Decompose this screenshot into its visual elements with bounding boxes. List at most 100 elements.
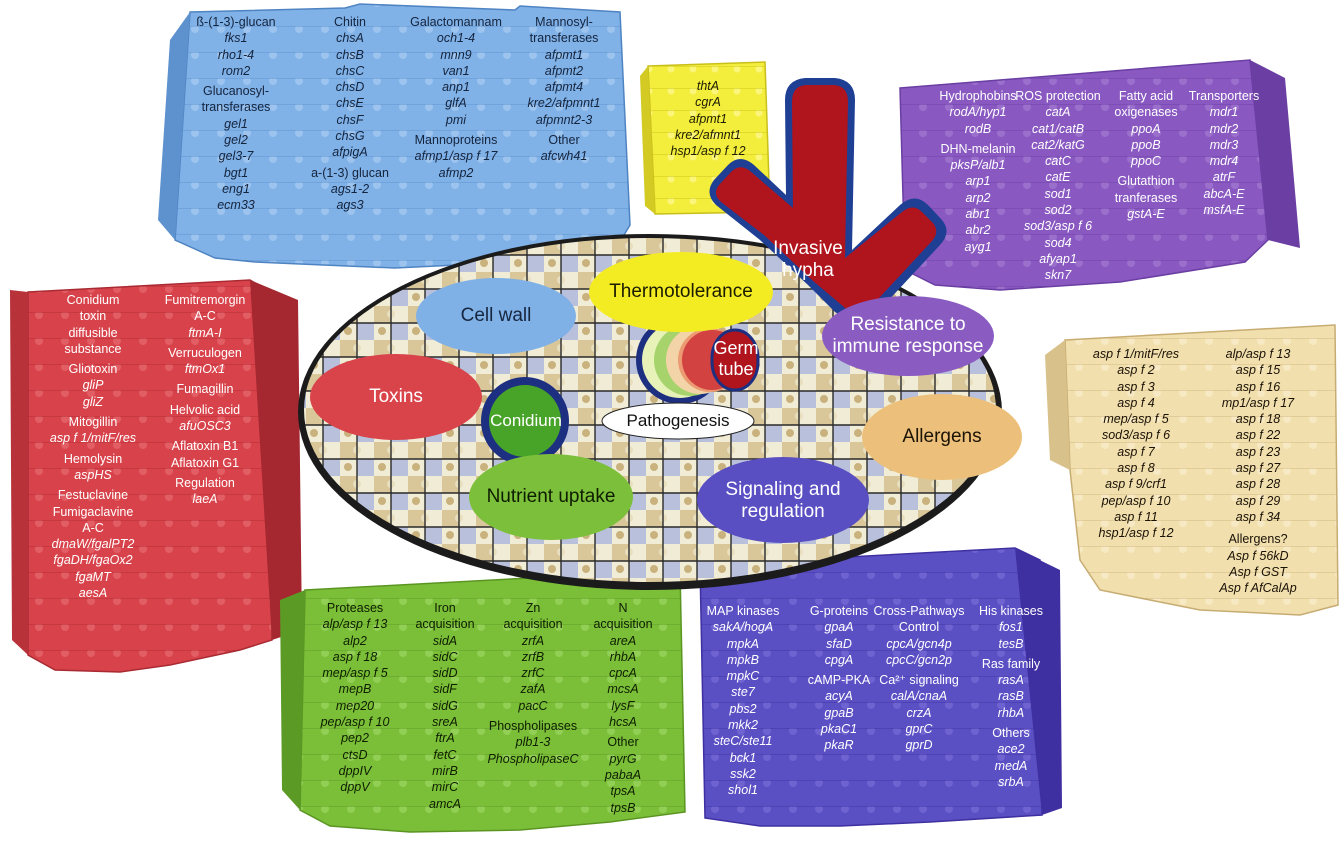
gene-name: sidC	[432, 649, 458, 664]
conidium-shape	[481, 377, 569, 465]
nutrient-group-heading: Phospholipases	[488, 719, 578, 734]
gene-name: acyA	[825, 689, 853, 704]
germ-tube-label: Germ tube	[706, 336, 766, 382]
gene-name: fgaMT	[75, 569, 111, 584]
pathogenesis-label: Pathogenesis	[626, 411, 730, 430]
gene-name: asp f 18	[1235, 412, 1281, 427]
gene-name: sod2	[1044, 203, 1072, 218]
gene-name: zafA	[520, 682, 546, 697]
toxins-group-heading: Fumigaclavine	[52, 504, 134, 519]
gene-name: sfaD	[826, 636, 852, 651]
gene-name: cpgA	[824, 652, 854, 667]
gene-name: asp f 7	[1117, 444, 1155, 459]
toxins-group-heading: Helvolic acid	[169, 402, 241, 417]
gene-name: mep/asp f 5	[322, 666, 388, 681]
gene-name: areA	[609, 633, 637, 648]
resistance-group-heading: Transporters	[1188, 89, 1260, 103]
gene-name: rasA	[998, 673, 1024, 688]
gene-name: pkaC1	[820, 722, 858, 737]
gene-name: laeA	[192, 492, 218, 507]
gene-name: eng1	[222, 181, 250, 196]
gene-name: arp2	[965, 190, 991, 205]
gene-name: asp f 1/mitF/res	[1092, 347, 1180, 361]
gene-name: pep2	[341, 731, 369, 746]
gene-name: atrF	[1212, 170, 1236, 185]
gene-name: asp f 22	[1235, 428, 1281, 443]
gene-name: glfA	[445, 96, 467, 111]
gene-name: medA	[994, 758, 1028, 773]
gene-name: ftrA	[435, 731, 455, 746]
toxins-group-heading: toxin	[79, 309, 107, 324]
resistance-oval	[822, 296, 994, 376]
gene-name: msfA-E	[1203, 203, 1245, 218]
toxins-group-heading: Aflatoxin G1	[170, 455, 240, 470]
gene-name: mirB	[432, 763, 458, 778]
gene-name: fks1	[224, 31, 248, 46]
gene-name: asp f 23	[1235, 444, 1281, 459]
gene-name: cpcC/gcn2p	[885, 652, 952, 667]
gene-name: steC/ste11	[713, 734, 773, 749]
gene-name: pabaA	[604, 767, 642, 782]
gene-name: sakA/hogA	[712, 620, 774, 635]
gene-name: gliP	[82, 378, 104, 393]
gene-name: asp f 18	[332, 649, 378, 664]
cell-wall-group-heading: transferases	[529, 31, 599, 46]
gene-name: ppoC	[1131, 154, 1161, 169]
toxins-group-heading: Conidium	[66, 293, 120, 307]
gene-name: gel3-7	[218, 149, 254, 164]
gene-name: mirC	[431, 780, 459, 795]
gene-name: afpigA	[332, 145, 368, 160]
gene-name: asp f 16	[1235, 379, 1281, 394]
gene-name: mcsA	[607, 682, 639, 697]
gene-name: mdr1	[1209, 105, 1239, 120]
gene-name: kre2/afpmnt1	[527, 96, 601, 111]
pathogenesis-oval	[601, 402, 755, 440]
signaling-group-heading: Ca²⁺ signaling	[879, 673, 959, 688]
gene-name: asp f 3	[1117, 379, 1155, 394]
gene-name: mpkB	[727, 652, 759, 667]
cell-wall-label: Cell wall	[460, 305, 532, 326]
gene-name: mnn9	[440, 47, 472, 62]
toxins-group-heading: Hemolysin	[63, 451, 123, 466]
cell-wall-group-heading: Glucanosyl-	[203, 84, 269, 99]
gene-name: sidA	[432, 633, 458, 648]
gene-name: ftmA-I	[188, 325, 222, 340]
resistance-group-heading: Hydrophobins	[939, 89, 1017, 103]
signaling-group-heading: Control	[898, 620, 940, 635]
cell-wall-group-heading: transferases	[201, 100, 271, 115]
allergens-uncertain-heading: Allergens?	[1228, 532, 1288, 547]
gene-name: pmi	[445, 112, 467, 127]
gene-name: gliZ	[82, 394, 104, 409]
gene-name: Asp f 56kD	[1227, 548, 1289, 563]
gene-name: pacC	[518, 698, 548, 713]
gene-name: pes1	[1044, 284, 1072, 299]
signaling-oval	[697, 457, 869, 543]
gene-name: PhospholipaseC	[487, 751, 579, 766]
gene-name: abr1	[965, 207, 991, 222]
gene-name: asp f 27	[1235, 461, 1281, 476]
gene-name: afcwh41	[540, 149, 588, 164]
nutrient-group-heading: acquisition	[593, 617, 653, 632]
